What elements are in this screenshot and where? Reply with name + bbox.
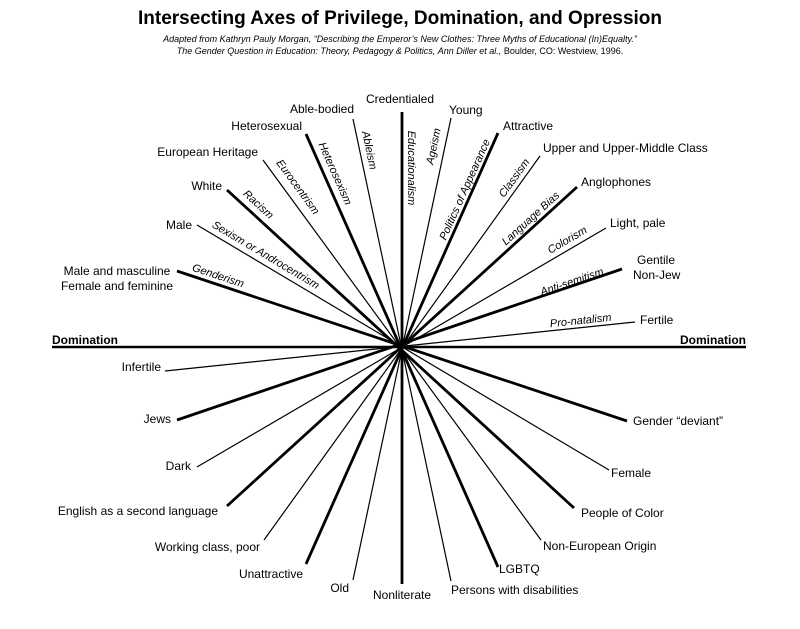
label-male-masculine: Male and masculine — [64, 264, 171, 278]
label-gentile: Gentile — [637, 253, 675, 267]
diagram-title: Intersecting Axes of Privilege, Dominati… — [137, 8, 663, 29]
label-educationalism: Educationalism — [405, 131, 417, 206]
label-credentialed: Credentialed — [366, 92, 434, 106]
domination-label-left: Domination — [52, 333, 118, 347]
citation-line-2: The Gender Question in Education: Theory… — [0, 46, 800, 56]
label-old: Old — [330, 581, 349, 595]
label-european-heritage: European Heritage — [157, 145, 258, 159]
label-attractive: Attractive — [503, 119, 553, 133]
label-fertile: Fertile — [640, 313, 674, 327]
label-ableism: Ableism — [359, 129, 379, 171]
label-politics-of-appearance: Politics of Appearance — [438, 138, 493, 242]
label-esl: English as a second language — [58, 504, 218, 518]
label-young: Young — [449, 103, 483, 117]
label-female: Female — [611, 466, 651, 480]
citation-editors: Ann Diller et al., — [437, 46, 502, 56]
label-non-european: Non-European Origin — [543, 539, 656, 553]
label-working-class: Working class, poor — [155, 540, 260, 554]
label-anti-semitism: Anti-semitism — [538, 266, 605, 299]
label-non-jew: Non-Jew — [633, 268, 681, 282]
label-unattractive: Unattractive — [239, 567, 303, 581]
label-white: White — [191, 179, 222, 193]
label-lgbtq: LGBTQ — [499, 562, 540, 576]
label-colorism: Colorism — [546, 224, 590, 256]
label-jews: Jews — [144, 412, 171, 426]
label-disabilities: Persons with disabilities — [451, 583, 578, 597]
label-dark: Dark — [166, 459, 192, 473]
label-ageism: Ageism — [424, 127, 444, 166]
label-nonliterate: Nonliterate — [373, 588, 431, 602]
label-gender-deviant: Gender “deviant” — [633, 414, 723, 428]
label-light-pale: Light, pale — [610, 216, 666, 230]
label-female-feminine: Female and feminine — [61, 279, 173, 293]
axis-light-dark — [196, 227, 607, 468]
label-people-of-color: People of Color — [581, 506, 664, 520]
label-heterosexual: Heterosexual — [231, 119, 302, 133]
label-able-bodied: Able-bodied — [290, 102, 354, 116]
citation-publisher: Boulder, CO: Westview, 1996. — [503, 46, 624, 56]
citation-line-1: Adapted from Kathryn Pauly Morgan, “Desc… — [163, 34, 637, 44]
axis-gentile-jew — [176, 267, 623, 422]
label-classism: Classism — [497, 157, 533, 200]
axis-fertile-infertile — [164, 321, 636, 372]
label-anglophones: Anglophones — [581, 175, 651, 189]
label-male: Male — [166, 218, 192, 232]
label-upper-class: Upper and Upper-Middle Class — [543, 141, 708, 155]
citation-book: The Gender Question in Education: Theory… — [176, 46, 436, 56]
domination-label-right: Domination — [680, 333, 746, 347]
label-infertile: Infertile — [122, 360, 162, 374]
